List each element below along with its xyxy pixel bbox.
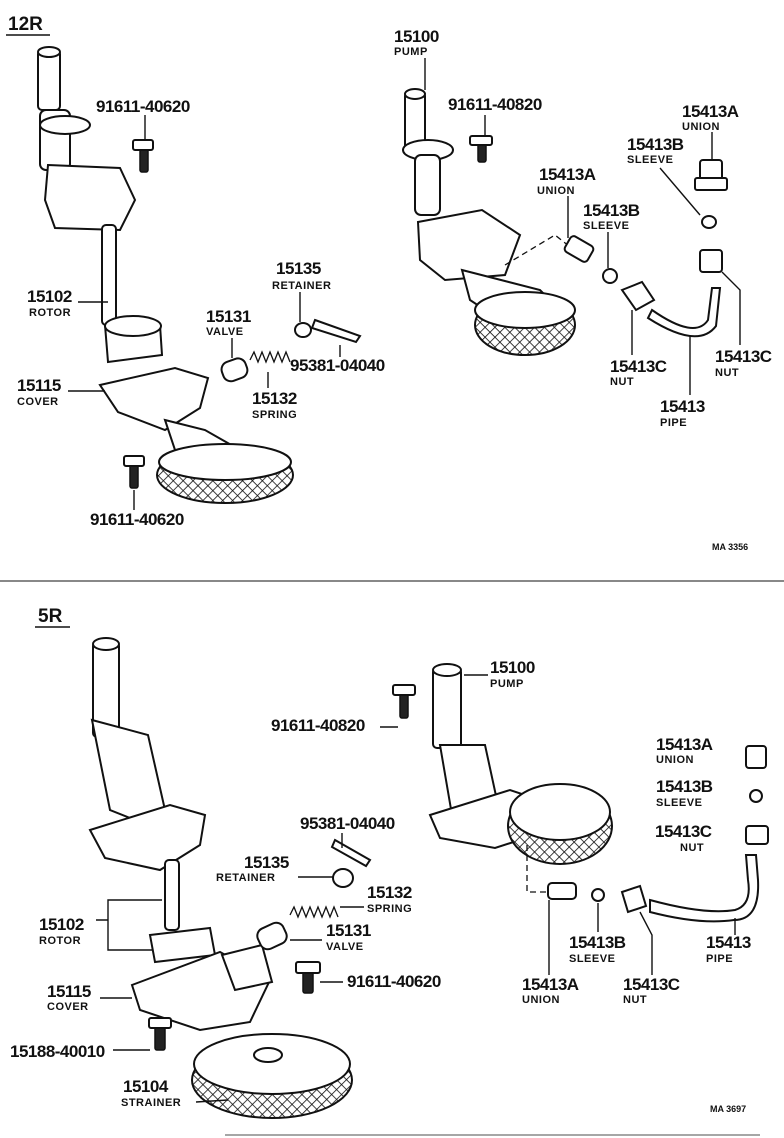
label-15135-5r: 15135 — [244, 853, 289, 872]
label-union-5r: UNION — [656, 754, 694, 766]
label-15413-pipe-5r: 15413 — [706, 933, 751, 952]
label-sleeve: SLEEVE — [583, 220, 629, 232]
label-15413a-union-2: 15413A — [682, 102, 739, 121]
label-15413c-nut-2: 15413C — [715, 347, 772, 366]
label-sleeve-5r: SLEEVE — [656, 797, 702, 809]
label-union-2: UNION — [682, 121, 720, 133]
label-plug-15188-40010: 15188-40010 — [10, 1042, 105, 1061]
label-retainer: RETAINER — [272, 280, 331, 292]
label-cover-5r: COVER — [47, 1001, 89, 1013]
section-label-5r: 5R — [38, 606, 63, 627]
label-spring-5r: SPRING — [367, 903, 412, 915]
label-15115: 15115 — [17, 376, 61, 395]
figure-code-bottom: MA 3697 — [710, 1104, 746, 1114]
label-15413a-union-5r-2: 15413A — [522, 975, 579, 994]
label-15131: 15131 — [206, 307, 251, 326]
label-15413c-nut-5r: 15413C — [655, 822, 712, 841]
pump-assembly-12r-left — [37, 46, 294, 504]
label-sleeve-2: SLEEVE — [627, 154, 673, 166]
label-nut-5r-2: NUT — [623, 994, 647, 1006]
label-pump-5r: PUMP — [490, 678, 524, 690]
label-rotor-5r: ROTOR — [39, 935, 81, 947]
label-nut: NUT — [610, 376, 634, 388]
label-15413-pipe: 15413 — [660, 397, 705, 416]
label-15132-5r: 15132 — [367, 883, 412, 902]
label-bolt-91611-40620-top: 91611-40620 — [96, 97, 190, 116]
label-pump: PUMP — [394, 46, 428, 58]
pump-assembly-5r-right — [428, 663, 613, 893]
figure-code-top: MA 3356 — [712, 542, 748, 552]
label-valve-5r: VALVE — [326, 941, 364, 953]
label-15413c-nut-5r-2: 15413C — [623, 975, 680, 994]
label-15102-5r: 15102 — [39, 915, 84, 934]
label-union: UNION — [537, 185, 575, 197]
label-15413b-sleeve-2: 15413B — [627, 135, 684, 154]
label-sleeve-5r-2: SLEEVE — [569, 953, 615, 965]
pump-assembly-5r-left — [88, 637, 353, 1119]
label-15104: 15104 — [123, 1077, 169, 1096]
label-15413b-sleeve-5r-2: 15413B — [569, 933, 626, 952]
label-valve: VALVE — [206, 326, 244, 338]
label-pipe-5r: PIPE — [706, 953, 733, 965]
valve-spring-parts — [220, 318, 362, 383]
label-15131-5r: 15131 — [326, 921, 371, 940]
label-15100: 15100 — [394, 27, 439, 46]
section-label-12r: 12R — [8, 14, 43, 35]
label-rotor: ROTOR — [29, 307, 71, 319]
label-bolt-91611-40820: 91611-40820 — [448, 95, 542, 114]
label-bolt-91611-40820-5r: 91611-40820 — [271, 716, 365, 735]
label-15115-5r: 15115 — [47, 982, 91, 1001]
label-pin-95381-04040: 95381-04040 — [290, 356, 385, 375]
section-5r: 5R 91611-408 — [10, 606, 769, 1136]
union-sleeve-nut-pipe-parts-5r — [547, 745, 769, 923]
label-15413c-nut: 15413C — [610, 357, 667, 376]
bolt-icon — [123, 139, 154, 489]
label-15135: 15135 — [276, 259, 321, 278]
label-nut-2: NUT — [715, 367, 739, 379]
label-bolt-91611-40620-bottom: 91611-40620 — [90, 510, 184, 529]
label-retainer-5r: RETAINER — [216, 872, 275, 884]
union-sleeve-nut-pipe-parts — [469, 135, 728, 338]
label-bolt-91611-40620-5r: 91611-40620 — [347, 972, 441, 991]
label-nut-5r: NUT — [680, 842, 704, 854]
label-15413b-sleeve: 15413B — [583, 201, 640, 220]
label-strainer: STRAINER — [121, 1097, 181, 1109]
label-union-5r-2: UNION — [522, 994, 560, 1006]
label-15100-5r: 15100 — [490, 658, 535, 677]
label-pipe: PIPE — [660, 417, 687, 429]
section-12r: 12R 91611 — [6, 14, 772, 552]
label-15413b-sleeve-5r: 15413B — [656, 777, 713, 796]
label-cover: COVER — [17, 396, 59, 408]
pump-assembly-12r-right — [402, 88, 581, 356]
label-15132: 15132 — [252, 389, 297, 408]
label-15413a-union-5r: 15413A — [656, 735, 713, 754]
label-15102: 15102 — [27, 287, 72, 306]
label-15413a-union: 15413A — [539, 165, 596, 184]
label-spring: SPRING — [252, 409, 297, 421]
label-pin-95381-04040-5r: 95381-04040 — [300, 814, 395, 833]
